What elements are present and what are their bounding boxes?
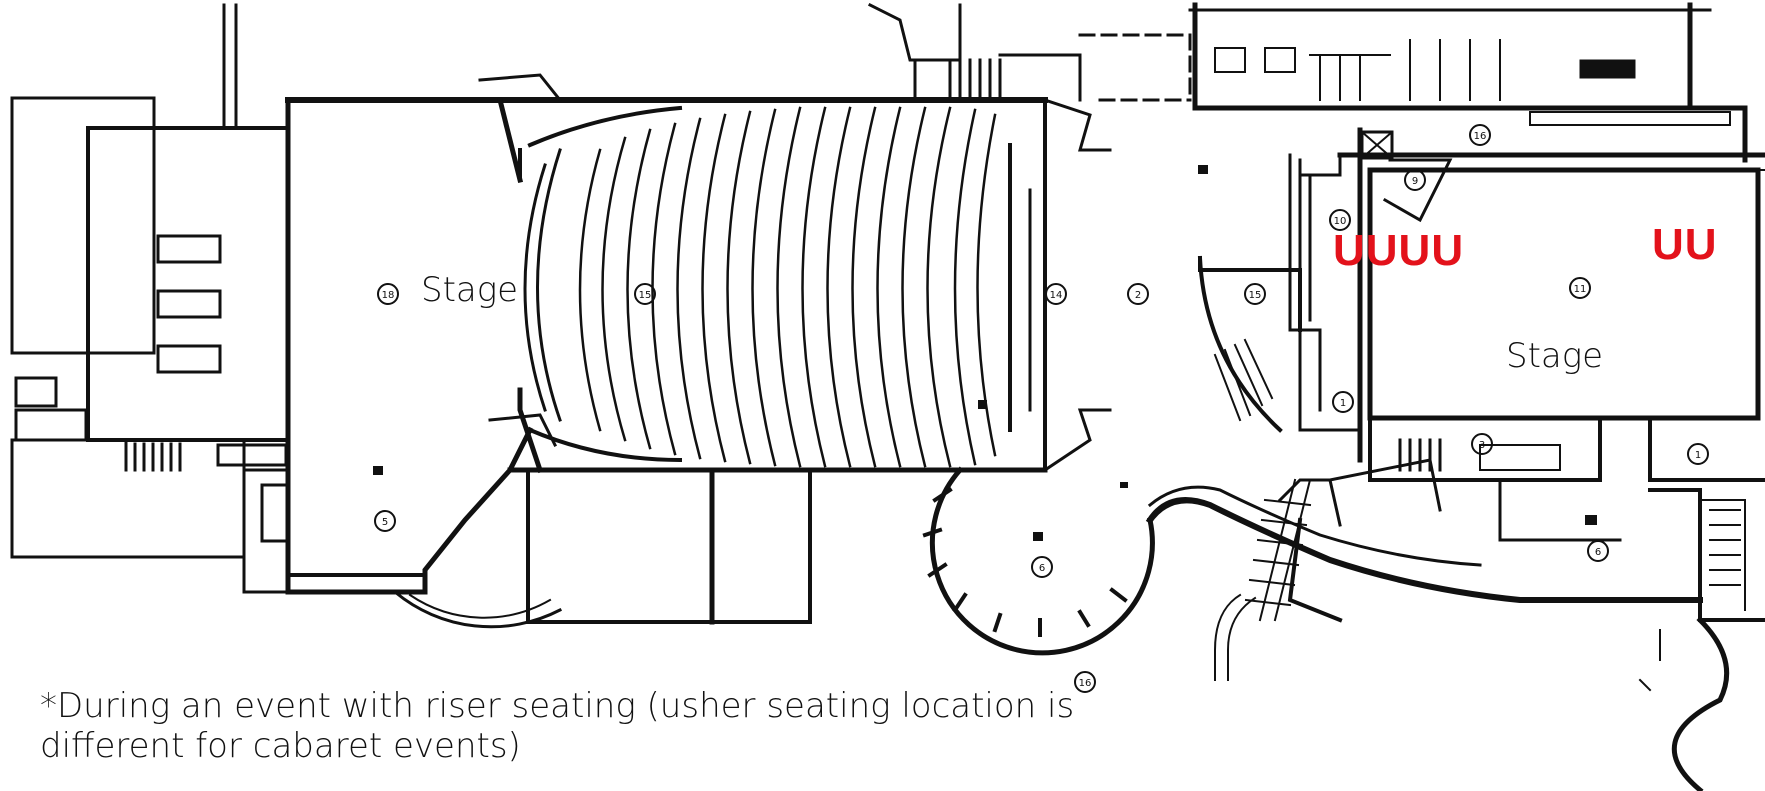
room-marker-number: 15: [639, 290, 652, 301]
room-marker-number: 16: [1474, 131, 1487, 142]
usher-seats-left: UUUU: [1333, 226, 1465, 275]
left-wing: [10, 3, 290, 594]
room-marker: [1332, 391, 1354, 413]
room-marker: [1404, 169, 1426, 191]
room-marker: [1031, 556, 1053, 578]
room-marker: [1471, 433, 1493, 455]
footnote: *During an event with riser seating (ush…: [40, 686, 1075, 766]
room-marker-number: 2: [1135, 290, 1141, 301]
room-marker: [634, 283, 656, 305]
room-marker-number: 1: [1695, 450, 1701, 461]
room-marker: [1074, 671, 1096, 693]
room-marker-number: 3: [1479, 440, 1485, 451]
stage-label-right: Stage: [1506, 336, 1604, 376]
room-marker: [1329, 209, 1351, 231]
room-marker-number: 5: [382, 517, 388, 528]
room-marker: [1045, 283, 1067, 305]
room-marker-number: 1: [1340, 398, 1346, 409]
top-block: [867, 2, 1192, 102]
columns: [373, 165, 1597, 541]
room-marker-number: 9: [1412, 176, 1418, 187]
lobby: [922, 255, 1730, 791]
room-marker: [377, 283, 399, 305]
room-marker-number: 6: [1039, 563, 1045, 574]
room-marker: [1244, 283, 1266, 305]
theatre-house: [285, 73, 1112, 595]
room-marker-number: 11: [1574, 284, 1587, 295]
lower-rooms: [392, 467, 812, 629]
usher-seats-right: UU: [1652, 220, 1718, 269]
room-marker-number: 16: [1079, 678, 1092, 689]
right-wing-top: [1188, 2, 1748, 163]
room-marker: [1687, 443, 1709, 465]
room-marker: [374, 510, 396, 532]
room-marker-number: 10: [1334, 216, 1347, 227]
room-marker: [1587, 540, 1609, 562]
room-marker: [1569, 277, 1591, 299]
room-marker-number: 14: [1050, 290, 1063, 301]
room-marker-number: 15: [1249, 290, 1262, 301]
stage-label-left: Stage: [421, 270, 519, 310]
room-marker: [1127, 283, 1149, 305]
room-marker-number: 18: [382, 290, 395, 301]
room-marker: [1469, 124, 1491, 146]
room-marker-number: 6: [1595, 547, 1601, 558]
